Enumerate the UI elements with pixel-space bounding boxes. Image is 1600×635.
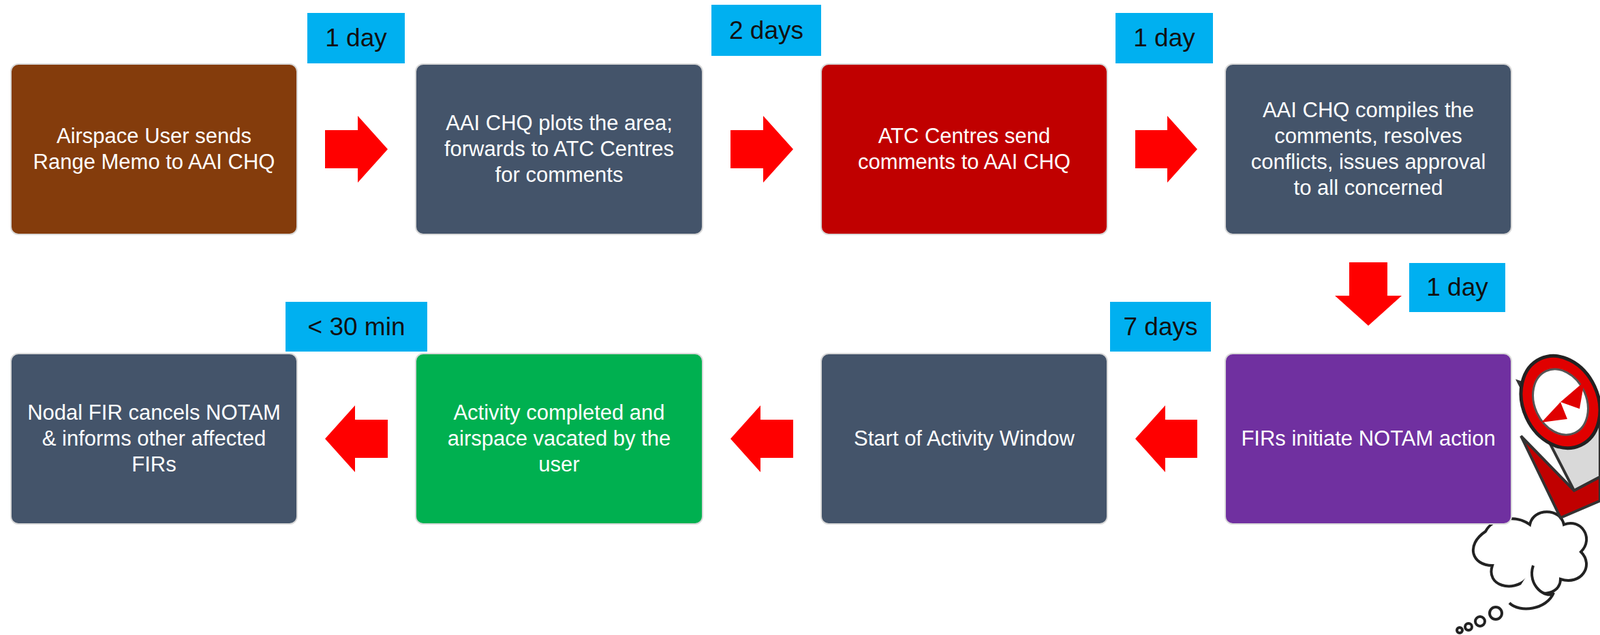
process-box: Activity completed and airspace vacated …	[414, 352, 704, 525]
flow-arrow	[325, 405, 388, 473]
process-box: FIRs initiate NOTAM action	[1224, 352, 1513, 525]
process-box: Nodal FIR cancels NOTAM & informs other …	[10, 352, 298, 525]
process-box: AAI CHQ plots the area; forwards to ATC …	[414, 63, 704, 236]
duration-label: < 30 min	[285, 301, 428, 352]
duration-label: 2 days	[711, 4, 822, 56]
flow-arrow	[730, 405, 794, 473]
smoke-trail	[1456, 511, 1587, 634]
duration-label: 1 day	[1409, 263, 1506, 313]
process-box: Start of Activity Window	[820, 352, 1109, 525]
flow-arrow	[325, 115, 388, 183]
box-text: Airspace User sends Range Memo to AAI CH…	[26, 123, 282, 176]
flow-arrow	[1334, 262, 1402, 326]
box-text: AAI CHQ plots the area; forwards to ATC …	[431, 110, 687, 188]
duration-label: 7 days	[1110, 301, 1211, 352]
box-text: ATC Centres send comments to AAI CHQ	[836, 123, 1092, 176]
box-text: Activity completed and airspace vacated …	[431, 400, 687, 478]
box-text: FIRs initiate NOTAM action	[1240, 425, 1496, 452]
duration-label: 1 day	[307, 12, 405, 64]
flow-arrow	[1135, 115, 1198, 183]
process-box: Airspace User sends Range Memo to AAI CH…	[10, 63, 298, 236]
process-box: AAI CHQ compiles the comments, resolves …	[1224, 63, 1513, 236]
process-box: ATC Centres send comments to AAI CHQ	[820, 63, 1109, 236]
box-text: Nodal FIR cancels NOTAM & informs other …	[26, 400, 282, 478]
rocket-body	[1506, 342, 1600, 518]
box-text: Start of Activity Window	[853, 425, 1075, 452]
box-text: AAI CHQ compiles the comments, resolves …	[1240, 97, 1496, 201]
flow-arrow	[1135, 405, 1198, 473]
duration-label: 1 day	[1115, 12, 1213, 64]
flow-arrow	[730, 115, 794, 183]
